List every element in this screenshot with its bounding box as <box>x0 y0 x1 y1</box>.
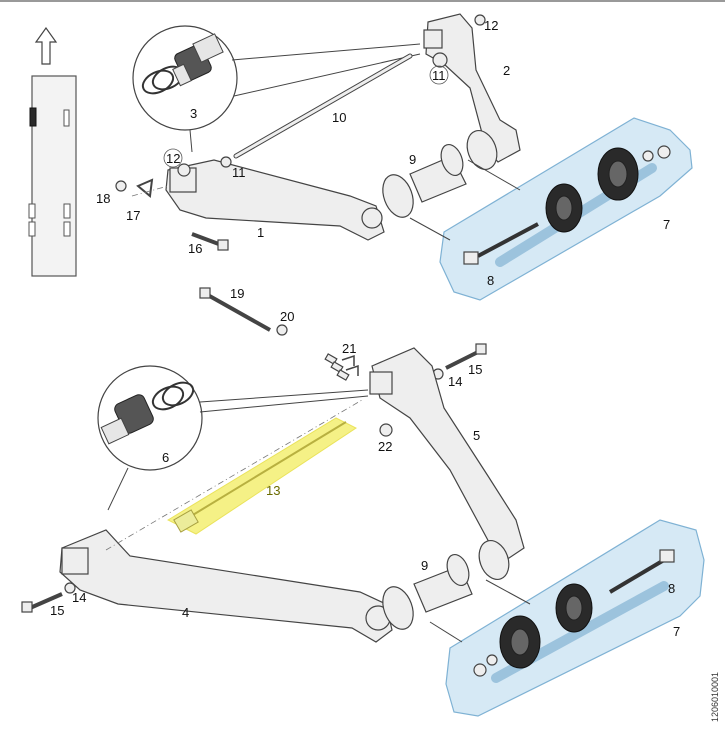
callout-16: 16 <box>188 241 202 256</box>
callout-12-right: 12 <box>484 18 498 33</box>
part-15-bolt-left <box>21 592 63 613</box>
detail-circle-3 <box>132 25 421 153</box>
part-19-bolt <box>199 287 271 332</box>
part-11-nut-upper <box>220 52 448 168</box>
part-13-stabilizer-rod-highlighted <box>166 417 357 535</box>
part-17-clip <box>136 178 154 198</box>
detail-circle-6 <box>97 365 369 511</box>
vehicle-outline-icon <box>28 75 77 277</box>
callout-10: 10 <box>332 110 346 125</box>
callout-7-lower: 7 <box>673 624 680 639</box>
part-9-bushing-lower <box>382 540 510 630</box>
callout-9-lower: 9 <box>421 558 428 573</box>
part-10-tie-rod <box>233 53 413 159</box>
callout-11-left: 11 <box>232 165 246 180</box>
callout-20: 20 <box>280 309 294 324</box>
callout-11-ring <box>429 65 449 85</box>
callout-17: 17 <box>126 208 140 223</box>
part-18-nut <box>115 180 127 192</box>
callout-13: 13 <box>266 483 280 498</box>
callout-15-right: 15 <box>468 362 482 377</box>
part-16-bolt <box>191 232 229 251</box>
part-15-bolt-right <box>445 343 487 370</box>
callout-8-upper: 8 <box>487 273 494 288</box>
callout-5: 5 <box>473 428 480 443</box>
kit-7-lower <box>429 519 705 717</box>
callout-6: 6 <box>162 450 169 465</box>
part-9-bushing-upper <box>382 130 498 218</box>
callout-12-ring <box>163 148 183 168</box>
part-1-lower-arm <box>165 159 385 241</box>
callout-11-right: 11 <box>432 68 446 83</box>
callout-3: 3 <box>190 106 197 121</box>
callout-9-upper: 9 <box>409 152 416 167</box>
part-2-upper-arm <box>423 13 521 163</box>
part-14-washer-left <box>64 582 76 594</box>
callout-15-left: 15 <box>50 603 64 618</box>
callout-labels: 1 2 3 4 5 6 7 7 8 8 9 9 10 11 11 12 12 1… <box>50 18 680 639</box>
callout-14-left: 14 <box>72 590 86 605</box>
callout-4: 4 <box>182 605 189 620</box>
callout-19: 19 <box>230 286 244 301</box>
callout-22: 22 <box>378 439 392 454</box>
part-4-lower-arm-lower <box>59 529 393 643</box>
callout-2: 2 <box>503 63 510 78</box>
part-5-upper-arm-lower <box>369 347 525 561</box>
part-22-nut <box>379 423 393 437</box>
callout-14-right: 14 <box>448 374 462 389</box>
callout-7-upper: 7 <box>663 217 670 232</box>
callout-12-left: 12 <box>166 151 180 166</box>
kit-7-upper <box>409 117 693 301</box>
part-12-cap <box>177 163 191 177</box>
callout-21: 21 <box>342 341 356 356</box>
callout-18: 18 <box>96 191 110 206</box>
callout-1: 1 <box>257 225 264 240</box>
part-20-washer <box>276 324 288 336</box>
part-21-clips <box>324 353 359 381</box>
callout-8-lower: 8 <box>668 581 675 596</box>
direction-arrow-icon <box>34 26 58 65</box>
document-code: 1206010001 <box>710 672 720 722</box>
